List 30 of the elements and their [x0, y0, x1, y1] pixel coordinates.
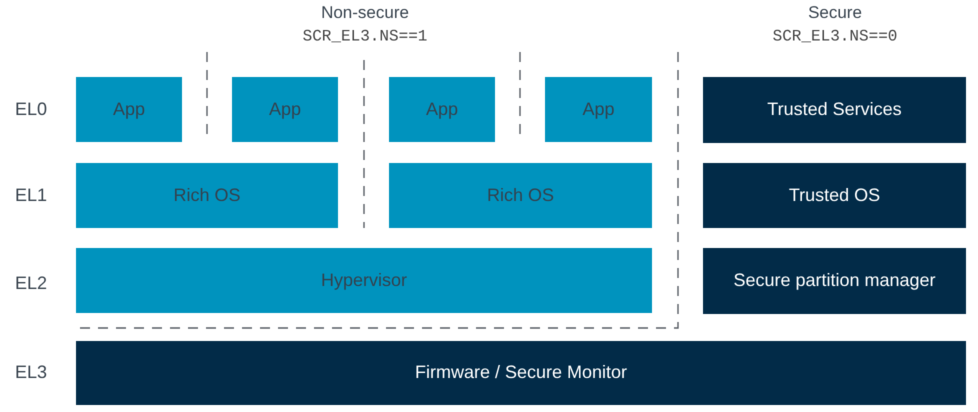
secure-os-block [703, 163, 966, 228]
app-block [545, 77, 652, 142]
block-label: App [582, 98, 615, 120]
register-condition: SCR_EL3.NS==0 [772, 27, 898, 47]
column-heading: Secure [808, 2, 862, 24]
hypervisor-block [76, 248, 652, 313]
block-label: Rich OS [173, 184, 241, 206]
partition-manager-block [703, 248, 966, 314]
os-block [389, 163, 652, 228]
secure-service-block [703, 77, 966, 143]
block-label: Firmware / Secure Monitor [414, 362, 628, 384]
exception-level-label: EL3 [15, 362, 48, 384]
block-label: App [268, 98, 302, 120]
column-heading: Non-secure [321, 2, 409, 24]
block-label: App [426, 98, 458, 120]
app-block [389, 77, 495, 142]
exception-level-label: EL2 [15, 273, 48, 295]
exception-level-label: EL0 [15, 99, 48, 121]
exception-level-label: EL1 [15, 185, 48, 207]
register-condition: SCR_EL3.NS==1 [302, 27, 428, 47]
app-block [76, 77, 182, 142]
app-block [232, 77, 338, 142]
block-label: Trusted OS [788, 184, 880, 206]
os-block [76, 163, 338, 228]
firmware-block [76, 341, 966, 405]
block-label: Trusted Services [767, 99, 902, 121]
block-label: Rich OS [486, 184, 554, 206]
block-label: Secure partition manager [733, 270, 936, 292]
block-label: App [112, 98, 146, 120]
block-label: Hypervisor [320, 270, 408, 292]
